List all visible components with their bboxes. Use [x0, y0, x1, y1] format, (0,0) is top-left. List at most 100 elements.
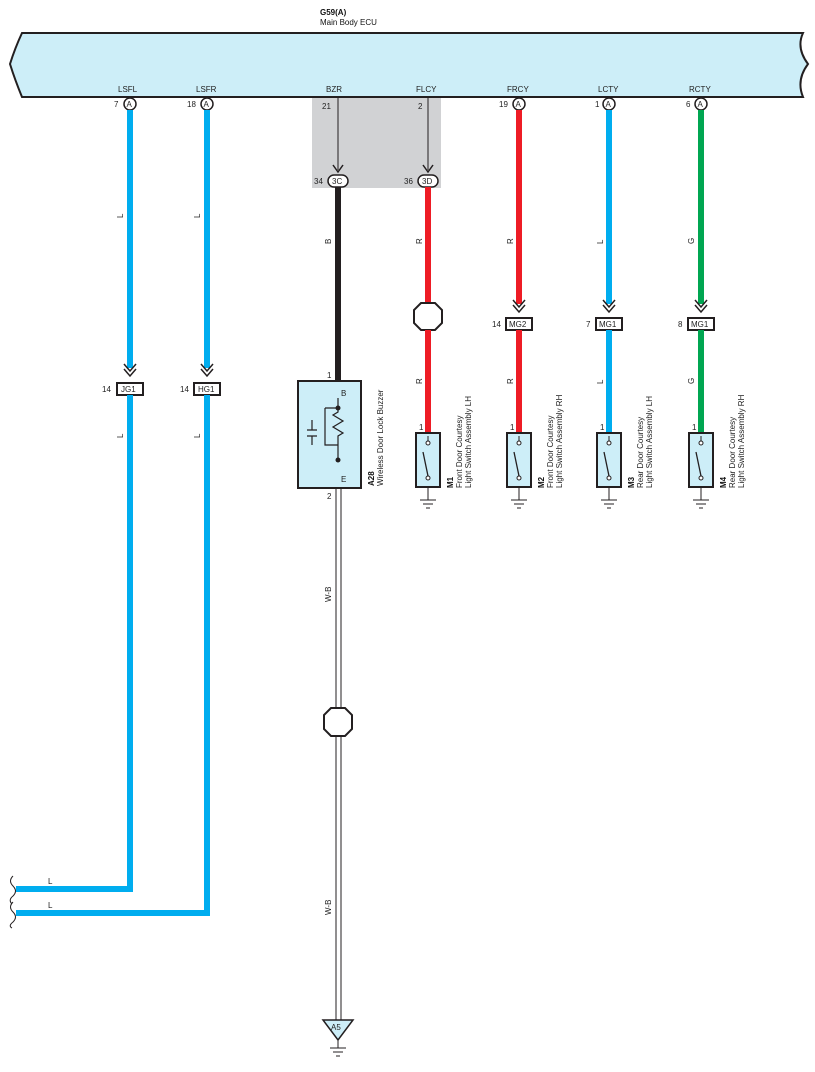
ground-a5-symbol — [321, 1019, 355, 1042]
svg-text:M1: M1 — [446, 476, 455, 488]
switch-m3-label: M3 Rear Door Courtesy Light Switch Assem… — [627, 396, 654, 488]
wire-label-lsfr-upper: L — [193, 213, 202, 218]
terminal-name-lcty: LCTY — [598, 85, 619, 94]
pin-flcy: 2 — [418, 102, 423, 111]
buzzer-pin-bottom: 2 — [327, 492, 332, 501]
ecu-connector-frcy: A — [512, 97, 526, 111]
arrow-rcty — [694, 299, 708, 314]
inline-connector-hg1: HG1 — [193, 382, 221, 396]
switch-m3-pin: 1 — [600, 423, 605, 432]
wire-label-wb-lower: W-B — [324, 900, 333, 915]
wire-label-wb-upper: W-B — [324, 587, 333, 602]
pin-lsfr: 18 — [187, 100, 196, 109]
terminal-name-rcty: RCTY — [689, 85, 711, 94]
svg-text:JG1: JG1 — [121, 385, 136, 394]
svg-text:M4: M4 — [719, 476, 728, 488]
switch-m2 — [506, 432, 532, 509]
svg-text:M2: M2 — [537, 476, 546, 488]
buzzer-pin-top: 1 — [327, 371, 332, 380]
svg-text:Rear Door Courtesy: Rear Door Courtesy — [728, 417, 737, 488]
svg-text:MG1: MG1 — [691, 320, 709, 329]
inline-pin-mg2: 14 — [492, 320, 501, 329]
ecu-connector-lcty: A — [602, 97, 616, 111]
pin-bzr: 21 — [322, 102, 331, 111]
wire-label-lcty-lower: L — [596, 379, 605, 384]
arrow-frcy — [512, 299, 526, 314]
inline-connector-mg1-rcty: MG1 — [687, 317, 715, 331]
wire-label-lsfl-upper: L — [116, 213, 125, 218]
svg-text:3C: 3C — [332, 177, 342, 186]
ecu-connector-rcty: A — [694, 97, 708, 111]
svg-text:A: A — [698, 100, 704, 109]
pin-rcty: 6 — [686, 100, 691, 109]
switch-m1-label: M1 Front Door Courtesy Light Switch Asse… — [446, 396, 473, 488]
switch-m2-pin: 1 — [510, 423, 515, 432]
wire-label-flcy-lower: R — [415, 378, 424, 384]
svg-text:HG1: HG1 — [198, 385, 215, 394]
arrow-lsfr — [200, 363, 214, 378]
buzzer-term-top: B — [341, 389, 346, 398]
terminal-name-flcy: FLCY — [416, 85, 437, 94]
svg-text:A28: A28 — [367, 471, 376, 486]
terminal-name-bzr: BZR — [326, 85, 342, 94]
wire-label-bzr: B — [324, 239, 333, 244]
buzzer-a28 — [297, 380, 362, 489]
junction-arrow-3d — [422, 164, 434, 174]
inline-connector-jg1: JG1 — [116, 382, 144, 396]
svg-text:MG2: MG2 — [509, 320, 527, 329]
inline-pin-jg1: 14 — [102, 385, 111, 394]
buzzer-label: A28 Wireless Door Lock Buzzer — [367, 389, 385, 486]
switch-m4-label: M4 Rear Door Courtesy Light Switch Assem… — [719, 394, 746, 488]
ground-a5-label: A5 — [331, 1023, 341, 1032]
svg-text:Light Switch Assembly RH: Light Switch Assembly RH — [555, 394, 564, 488]
svg-text:MG1: MG1 — [599, 320, 617, 329]
wire-label-frcy-upper: R — [506, 238, 515, 244]
wire-label-lsfr-lower: L — [193, 433, 202, 438]
arrow-lsfl — [123, 363, 137, 378]
svg-text:Light Switch Assembly LH: Light Switch Assembly LH — [645, 396, 654, 488]
svg-text:Front Door Courtesy: Front Door Courtesy — [546, 416, 555, 488]
wire-label-frcy-lower: R — [506, 378, 515, 384]
switch-m2-label: M2 Front Door Courtesy Light Switch Asse… — [537, 394, 564, 488]
wire-label-lcty-upper: L — [596, 239, 605, 244]
junction-block — [312, 98, 441, 188]
arrow-lcty — [602, 299, 616, 314]
ecu-name: Main Body ECU — [320, 18, 377, 27]
svg-text:A: A — [204, 100, 210, 109]
pin-lsfl: 7 — [114, 100, 119, 109]
junction-pin-3c: 34 — [314, 177, 323, 186]
ground-a5-icon — [330, 1040, 346, 1057]
svg-text:Wireless Door Lock Buzzer: Wireless Door Lock Buzzer — [376, 389, 385, 486]
wire-label-lsfl-horizontal: L — [48, 877, 53, 886]
svg-text:A: A — [127, 100, 133, 109]
terminal-name-lsfl: LSFL — [118, 85, 138, 94]
pin-frcy: 19 — [499, 100, 508, 109]
inline-connector-mg2: MG2 — [505, 317, 533, 331]
wire-label-flcy-upper: R — [415, 238, 424, 244]
inline-pin-mg1-rcty: 8 — [678, 320, 683, 329]
switch-m4-pin: 1 — [692, 423, 697, 432]
switch-m1 — [415, 432, 441, 509]
svg-text:Light Switch Assembly RH: Light Switch Assembly RH — [737, 394, 746, 488]
junction-connector-3d: 3D — [417, 174, 439, 188]
svg-text:A: A — [606, 100, 612, 109]
svg-text:3D: 3D — [422, 177, 432, 186]
switch-m3 — [596, 432, 622, 509]
junction-connector-3c: 3C — [327, 174, 349, 188]
wire-label-rcty-upper: G — [687, 238, 696, 244]
pin-lcty: 1 — [595, 100, 600, 109]
break-mark-lsfl — [9, 875, 16, 905]
inline-pin-hg1: 14 — [180, 385, 189, 394]
wire-label-lsfl-lower: L — [116, 433, 125, 438]
inline-connector-mg1-lcty: MG1 — [595, 317, 623, 331]
terminal-name-lsfr: LSFR — [196, 85, 217, 94]
splice-wb — [323, 707, 353, 737]
svg-text:M3: M3 — [627, 476, 636, 488]
svg-text:Front Door Courtesy: Front Door Courtesy — [455, 416, 464, 488]
switch-m1-pin: 1 — [419, 423, 424, 432]
switch-m4 — [688, 432, 714, 509]
terminal-name-frcy: FRCY — [507, 85, 529, 94]
ecu-connector-lsfr: A — [200, 97, 214, 111]
splice-flcy — [413, 302, 443, 331]
